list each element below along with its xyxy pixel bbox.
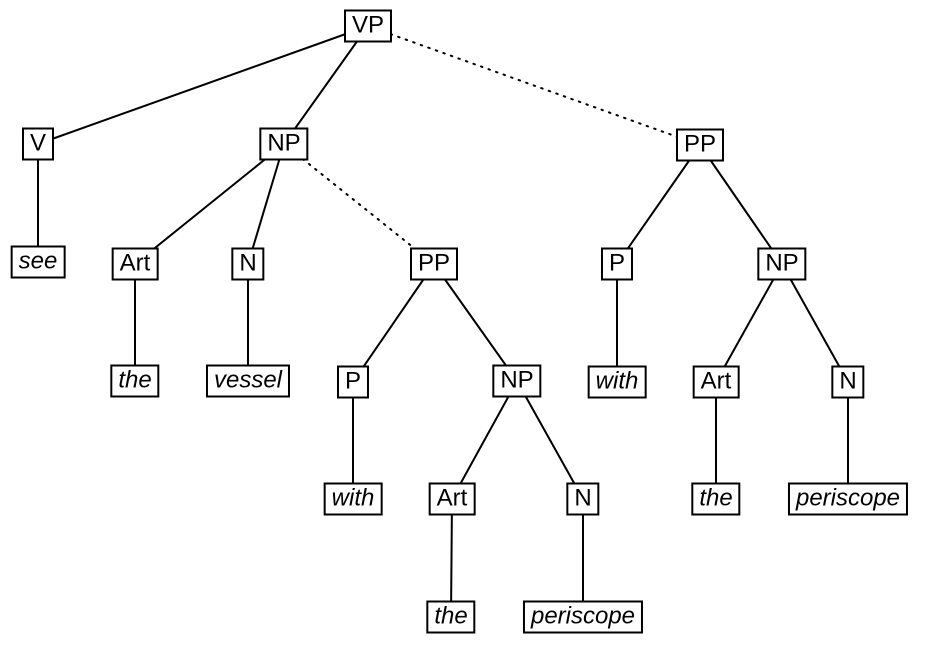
tree-node-see: see xyxy=(10,245,66,279)
tree-node-with2: with xyxy=(587,365,647,399)
tree-node-p1: P xyxy=(336,365,370,399)
tree-edge-np1-art1 xyxy=(134,143,285,265)
tree-edge-pp1-p1 xyxy=(352,263,435,383)
tree-node-np3: NP xyxy=(757,247,807,281)
tree-node-pp1: PP xyxy=(409,247,459,281)
tree-node-n1: N xyxy=(231,247,265,281)
tree-node-art2: Art xyxy=(428,482,476,516)
tree-edge-pp2-np3 xyxy=(699,144,783,265)
tree-edge-np1-n1 xyxy=(247,143,285,265)
tree-node-the2: the xyxy=(426,600,476,634)
tree-node-np1: NP xyxy=(259,127,309,161)
tree-edge-vp-np1 xyxy=(283,25,369,145)
tree-node-vessel: vessel xyxy=(205,364,291,398)
tree-node-p2: P xyxy=(600,247,634,281)
tree-edge-np3-n3 xyxy=(781,263,849,383)
tree-node-vp: VP xyxy=(343,9,393,43)
tree-node-with1: with xyxy=(323,482,383,516)
tree-edge-pp2-p2 xyxy=(616,144,701,265)
tree-edge-vp-pp2 xyxy=(367,25,701,146)
tree-edge-pp1-np2 xyxy=(433,263,518,382)
tree-node-periscope3: periscope xyxy=(787,482,909,516)
tree-node-n3: N xyxy=(831,365,865,399)
tree-edge-np2-art2 xyxy=(451,380,518,500)
tree-node-art3: Art xyxy=(692,365,740,399)
tree-edge-np2-n2 xyxy=(516,380,584,500)
tree-edge-np1-pp1 xyxy=(283,143,435,265)
tree-node-pp2: PP xyxy=(675,128,725,162)
tree-edge-vp-v xyxy=(37,25,369,145)
tree-node-the1: the xyxy=(110,364,160,398)
tree-node-art1: Art xyxy=(111,247,159,281)
tree-node-np2: NP xyxy=(492,364,542,398)
tree-node-n2: N xyxy=(566,482,600,516)
tree-node-the3: the xyxy=(691,482,741,516)
tree-node-v: V xyxy=(21,127,55,161)
tree-edge-np3-art3 xyxy=(715,263,783,383)
tree-edge-art2-the2 xyxy=(450,498,453,618)
tree-node-periscope2: periscope xyxy=(522,600,644,634)
